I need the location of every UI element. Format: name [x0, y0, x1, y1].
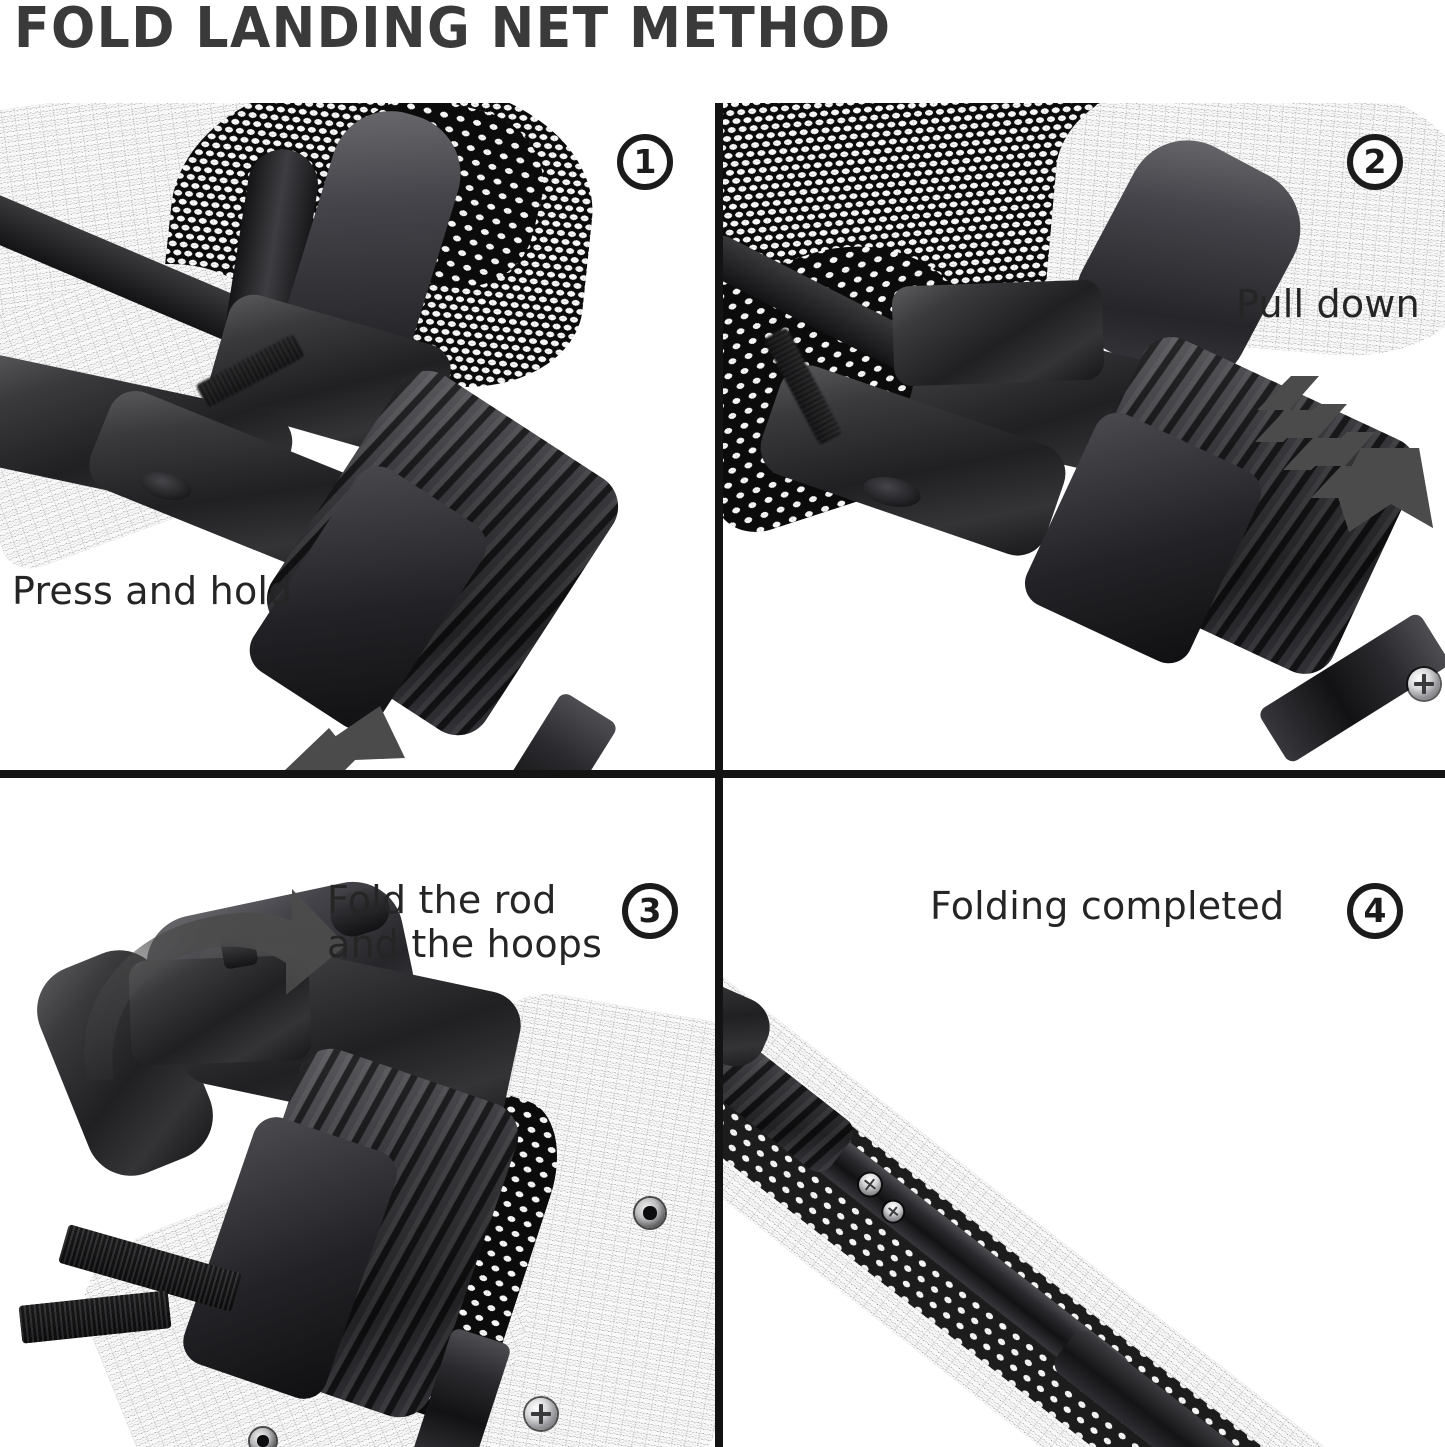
step-badge-1: 1 — [617, 134, 673, 190]
callout-folding-completed: Folding completed — [930, 884, 1285, 928]
photo-step-3 — [0, 778, 715, 1447]
page-title: FOLD LANDING NET METHOD — [14, 0, 892, 61]
step-panel-3: Fold the rod and the hoops 3 — [0, 778, 715, 1447]
grid-divider-horizontal — [0, 770, 1445, 778]
net-grommet — [635, 1198, 665, 1228]
photo-step-1 — [0, 103, 715, 770]
step-panel-4: Folding completed 4 — [723, 778, 1445, 1447]
step-panel-2: Pull down 2 — [723, 103, 1445, 770]
photo-step-2 — [723, 103, 1445, 770]
step-badge-4: 4 — [1347, 883, 1403, 939]
step-badge-2: 2 — [1347, 134, 1403, 190]
photo-step-4 — [723, 778, 1445, 1447]
callout-pull-down: Pull down — [1236, 282, 1420, 326]
pole-screw-1 — [525, 1398, 557, 1430]
callout-fold-the-rod: Fold the rod and the hoops — [327, 878, 603, 966]
pole-screw-1 — [1408, 668, 1440, 700]
steps-grid: Press and hold 1 — [0, 103, 1445, 1447]
arrow-down-right-icon — [1255, 376, 1433, 532]
yoke-upper-plate — [891, 279, 1105, 387]
callout-press-and-hold: Press and hold — [12, 569, 293, 613]
arrow-up-right-icon — [285, 706, 405, 770]
curved-rotate-arrow-icon — [84, 889, 346, 1081]
folded-net-bundle — [723, 938, 1383, 1447]
step-badge-3: 3 — [622, 883, 678, 939]
net-grommet-2 — [250, 1428, 276, 1447]
step-panel-1: Press and hold 1 — [0, 103, 715, 770]
